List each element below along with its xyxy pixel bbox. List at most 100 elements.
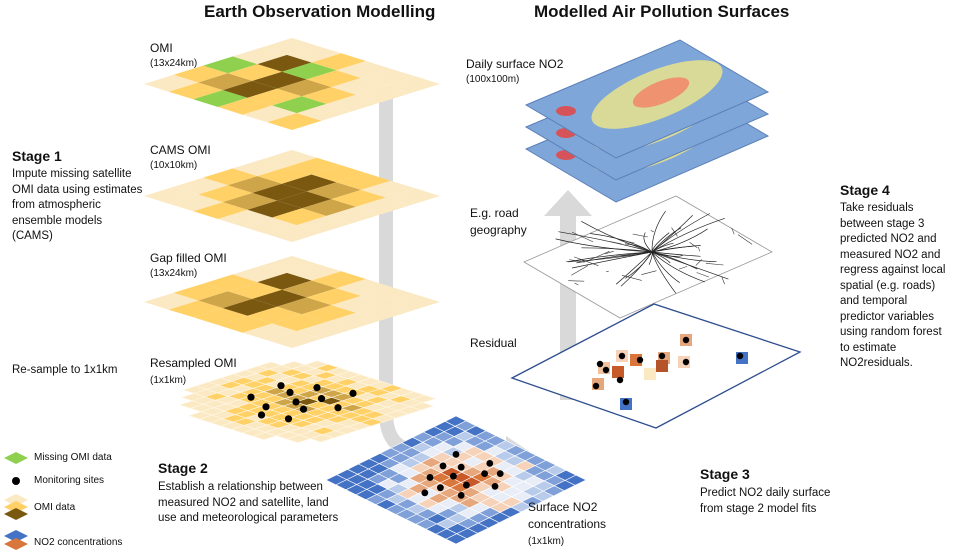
monitoring-site (437, 484, 444, 492)
monitoring-site (463, 481, 470, 489)
gap-cell (218, 315, 273, 333)
cams-cell (144, 186, 199, 204)
cams-cell (277, 191, 332, 209)
cams-cell (301, 199, 357, 216)
gap-cell (336, 279, 391, 296)
omi-cell (272, 96, 327, 114)
gap-cell (311, 271, 366, 289)
omi-cell (168, 82, 223, 100)
gap-cell (356, 303, 411, 321)
gap-cell (198, 291, 253, 309)
monitoring-site (736, 352, 744, 360)
omi-cell (301, 87, 357, 104)
legend-omi-swatch (4, 501, 28, 513)
road-segment (620, 239, 635, 244)
omi-cell (218, 97, 273, 115)
gap-cell (247, 306, 302, 324)
gap-cell (296, 321, 352, 339)
road-line (651, 251, 705, 283)
monitoring-site (616, 376, 624, 384)
omi-label: OMI (150, 41, 173, 55)
road-segment (695, 259, 702, 266)
cams-cell (336, 173, 391, 190)
resampled-res: (1x1km) (150, 375, 187, 386)
monitoring-site (247, 393, 255, 401)
gap-cell (144, 292, 199, 310)
legend-sites-label: Monitoring sites (34, 475, 105, 486)
gap-cell (326, 312, 381, 330)
road-segment (569, 259, 585, 263)
cams-cell (242, 217, 297, 235)
monitoring-site (313, 384, 321, 392)
residual-cell (612, 366, 624, 378)
cams-cell (385, 188, 440, 206)
omi-cell (306, 70, 362, 88)
cams-cell (218, 209, 273, 227)
road-segment (696, 272, 710, 278)
road-segment (571, 231, 594, 243)
cams-cell (168, 194, 223, 212)
legend-omi-swatch (4, 508, 28, 520)
omi-cell (296, 103, 352, 121)
cams-cell (311, 165, 366, 183)
road-line (558, 231, 653, 253)
omi-cell (144, 74, 199, 92)
road-segment (731, 227, 735, 235)
stage4-title: Stage 4 (840, 182, 890, 198)
road-line (651, 245, 701, 253)
gap-cell (361, 286, 416, 304)
monitoring-site (286, 388, 294, 396)
omi-cell (242, 105, 297, 123)
road-line (651, 210, 666, 253)
gap-cell (168, 300, 223, 318)
left-header: Earth Observation Modelling (204, 2, 436, 21)
road-line (566, 251, 653, 263)
omi-cell (287, 45, 342, 63)
stage2-title: Stage 2 (158, 460, 208, 476)
road-line (651, 251, 701, 257)
cams-cell (306, 182, 362, 200)
legend-missing-label: Missing OMI data (34, 452, 112, 463)
road-segment (721, 276, 725, 285)
road-line (651, 251, 680, 283)
omi-cell (203, 56, 258, 74)
monitoring-site (334, 404, 342, 412)
cams-cell (282, 174, 337, 192)
road-line (651, 227, 682, 253)
stage1-title: Stage 1 (12, 148, 62, 164)
road-segment (678, 266, 688, 270)
road-segment (698, 246, 700, 252)
gap-cell (331, 295, 386, 313)
cams-cell (326, 206, 381, 224)
gap-cell (227, 282, 283, 299)
monitoring-site (682, 358, 690, 366)
road-line (643, 232, 653, 253)
surface-no2-layer (325, 415, 587, 545)
daily-spot (556, 106, 576, 116)
gap-cell (301, 305, 357, 322)
monitoring-site (349, 389, 357, 397)
gap-label: Gap filled OMI (150, 251, 227, 265)
road-segment (689, 242, 698, 249)
gap-cell (173, 283, 228, 301)
cams-cell (296, 215, 352, 233)
resampled-cell (409, 402, 435, 411)
gap-cell (267, 331, 322, 348)
monitoring-site (618, 352, 626, 360)
legend-no2-swatch (4, 538, 28, 550)
cams-cell (247, 200, 302, 218)
gap-cell (282, 280, 337, 298)
gap-cell (277, 297, 332, 315)
legend-icons (4, 452, 28, 550)
omi-cell (277, 79, 332, 97)
road-line (651, 228, 708, 253)
road-geography-layer (523, 195, 773, 319)
cams-cell (232, 159, 288, 177)
road-segment (705, 263, 724, 266)
monitoring-site (658, 352, 666, 360)
cams-cell (222, 192, 278, 210)
cams-cell (252, 183, 307, 201)
gap-filled-omi-layer (144, 256, 440, 348)
omi-cell (173, 65, 228, 83)
